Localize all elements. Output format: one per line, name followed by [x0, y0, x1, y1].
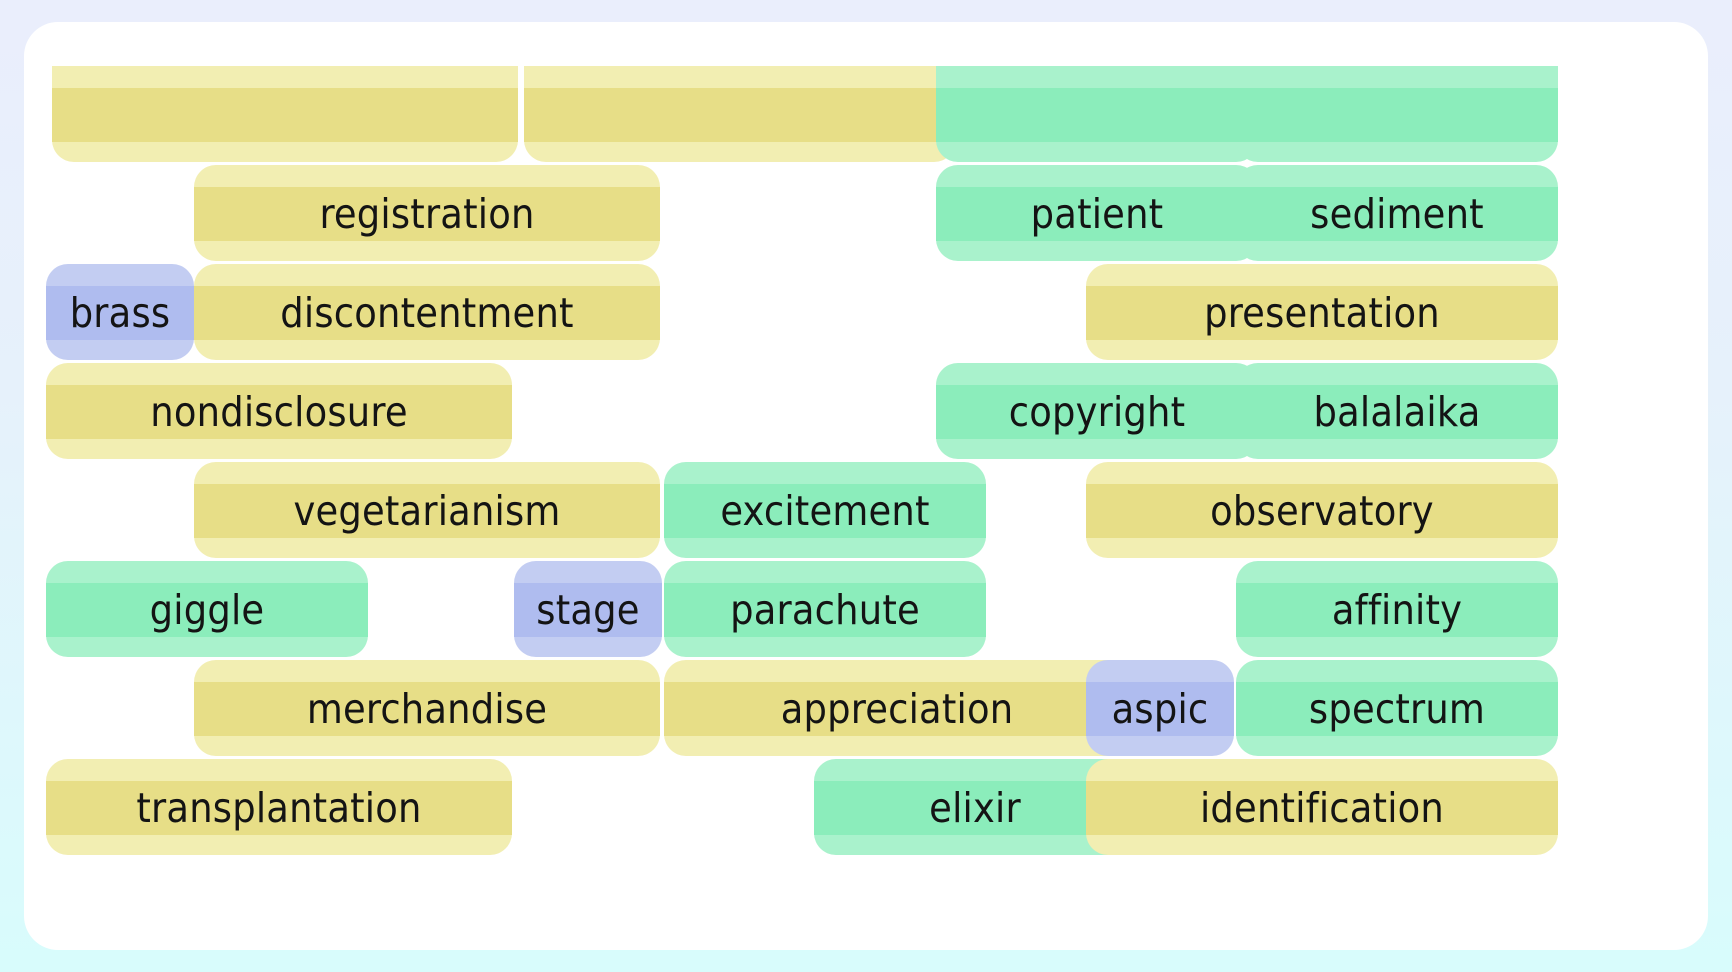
- word-pill-giggle[interactable]: giggle: [46, 561, 368, 657]
- pill-band: merchandise: [194, 682, 660, 736]
- pill-band: [524, 88, 956, 142]
- word-pill-identification[interactable]: identification: [1086, 759, 1558, 855]
- word-pill-presentation[interactable]: presentation: [1086, 264, 1558, 360]
- game-card: 04:17:404 020700 registrationpatientsedi…: [24, 22, 1708, 950]
- pill-band: elixir: [814, 781, 1136, 835]
- word-field: registration patient sediment brass disconte…: [24, 22, 1708, 950]
- pill-band: parachute: [664, 583, 986, 637]
- pill-label: parachute: [730, 585, 920, 634]
- word-pill-affinity[interactable]: affinity: [1236, 561, 1558, 657]
- word-pill-excitement[interactable]: excitement: [664, 462, 986, 558]
- pill-band: nondisclosure: [46, 385, 512, 439]
- pill-label: presentation: [1204, 288, 1440, 337]
- pill-band: copyright: [936, 385, 1258, 439]
- pill-band: giggle: [46, 583, 368, 637]
- pill-band: brass: [46, 286, 194, 340]
- pill-band: spectrum: [1236, 682, 1558, 736]
- pill-band: vegetarianism: [194, 484, 660, 538]
- pill-label: elixir: [929, 783, 1021, 832]
- pill-band: presentation: [1086, 286, 1558, 340]
- word-pill-brass[interactable]: brass: [46, 264, 194, 360]
- word-pill-observatory[interactable]: observatory: [1086, 462, 1558, 558]
- word-pill-vegetarianism[interactable]: vegetarianism: [194, 462, 660, 558]
- pill-label: giggle: [149, 585, 265, 634]
- pill-label: discontentment: [280, 288, 574, 337]
- pill-label: stage: [536, 585, 640, 634]
- pill-label: observatory: [1210, 486, 1434, 535]
- pill-band: [1236, 88, 1558, 142]
- pill-label: registration: [319, 189, 535, 238]
- word-pill-spectrum[interactable]: spectrum: [1236, 660, 1558, 756]
- word-pill-patient[interactable]: patient: [936, 165, 1258, 261]
- pill-label: aspic: [1111, 684, 1209, 733]
- pill-label: spectrum: [1308, 684, 1486, 733]
- pill-band: balalaika: [1236, 385, 1558, 439]
- pill-band: affinity: [1236, 583, 1558, 637]
- pill-band: stage: [514, 583, 662, 637]
- pill-band: aspic: [1086, 682, 1234, 736]
- pill-label: nondisclosure: [150, 387, 408, 436]
- word-pill-parachute[interactable]: parachute: [664, 561, 986, 657]
- pill-band: observatory: [1086, 484, 1558, 538]
- word-pill-nondisclosure[interactable]: nondisclosure: [46, 363, 512, 459]
- pill-label: copyright: [1008, 387, 1186, 436]
- pill-label: vegetarianism: [293, 486, 561, 535]
- word-pill-elixir[interactable]: elixir: [814, 759, 1136, 855]
- word-pill-clipped[interactable]: [524, 66, 956, 162]
- pill-label: affinity: [1331, 585, 1463, 634]
- pill-band: excitement: [664, 484, 986, 538]
- pill-band: sediment: [1236, 187, 1558, 241]
- word-pill-transplantation[interactable]: transplantation: [46, 759, 512, 855]
- word-pill-copyright[interactable]: copyright: [936, 363, 1258, 459]
- word-pill-sediment[interactable]: sediment: [1236, 165, 1558, 261]
- pill-label: appreciation: [780, 684, 1014, 733]
- pill-band: identification: [1086, 781, 1558, 835]
- word-pill-clipped[interactable]: [936, 66, 1258, 162]
- word-pill-merchandise[interactable]: merchandise: [194, 660, 660, 756]
- pill-label: transplantation: [136, 783, 422, 832]
- word-pill-clipped[interactable]: [52, 66, 518, 162]
- pill-band: transplantation: [46, 781, 512, 835]
- word-pill-balalaika[interactable]: balalaika: [1236, 363, 1558, 459]
- pill-label: patient: [1030, 189, 1164, 238]
- pill-band: registration: [194, 187, 660, 241]
- pill-label: balalaika: [1313, 387, 1481, 436]
- pill-band: discontentment: [194, 286, 660, 340]
- pill-label: merchandise: [306, 684, 548, 733]
- word-pill-aspic[interactable]: aspic: [1086, 660, 1234, 756]
- word-pill-clipped[interactable]: [1236, 66, 1558, 162]
- word-pill-appreciation[interactable]: appreciation: [664, 660, 1130, 756]
- pill-band: patient: [936, 187, 1258, 241]
- pill-band: [52, 88, 518, 142]
- pill-band: [936, 88, 1258, 142]
- word-pill-stage[interactable]: stage: [514, 561, 662, 657]
- pill-label: sediment: [1310, 189, 1484, 238]
- pill-label: identification: [1199, 783, 1444, 832]
- word-pill-registration[interactable]: registration: [194, 165, 660, 261]
- word-pill-discontentment[interactable]: discontentment: [194, 264, 660, 360]
- pill-band: appreciation: [664, 682, 1130, 736]
- pill-label: brass: [69, 288, 171, 337]
- pill-label: excitement: [720, 486, 930, 535]
